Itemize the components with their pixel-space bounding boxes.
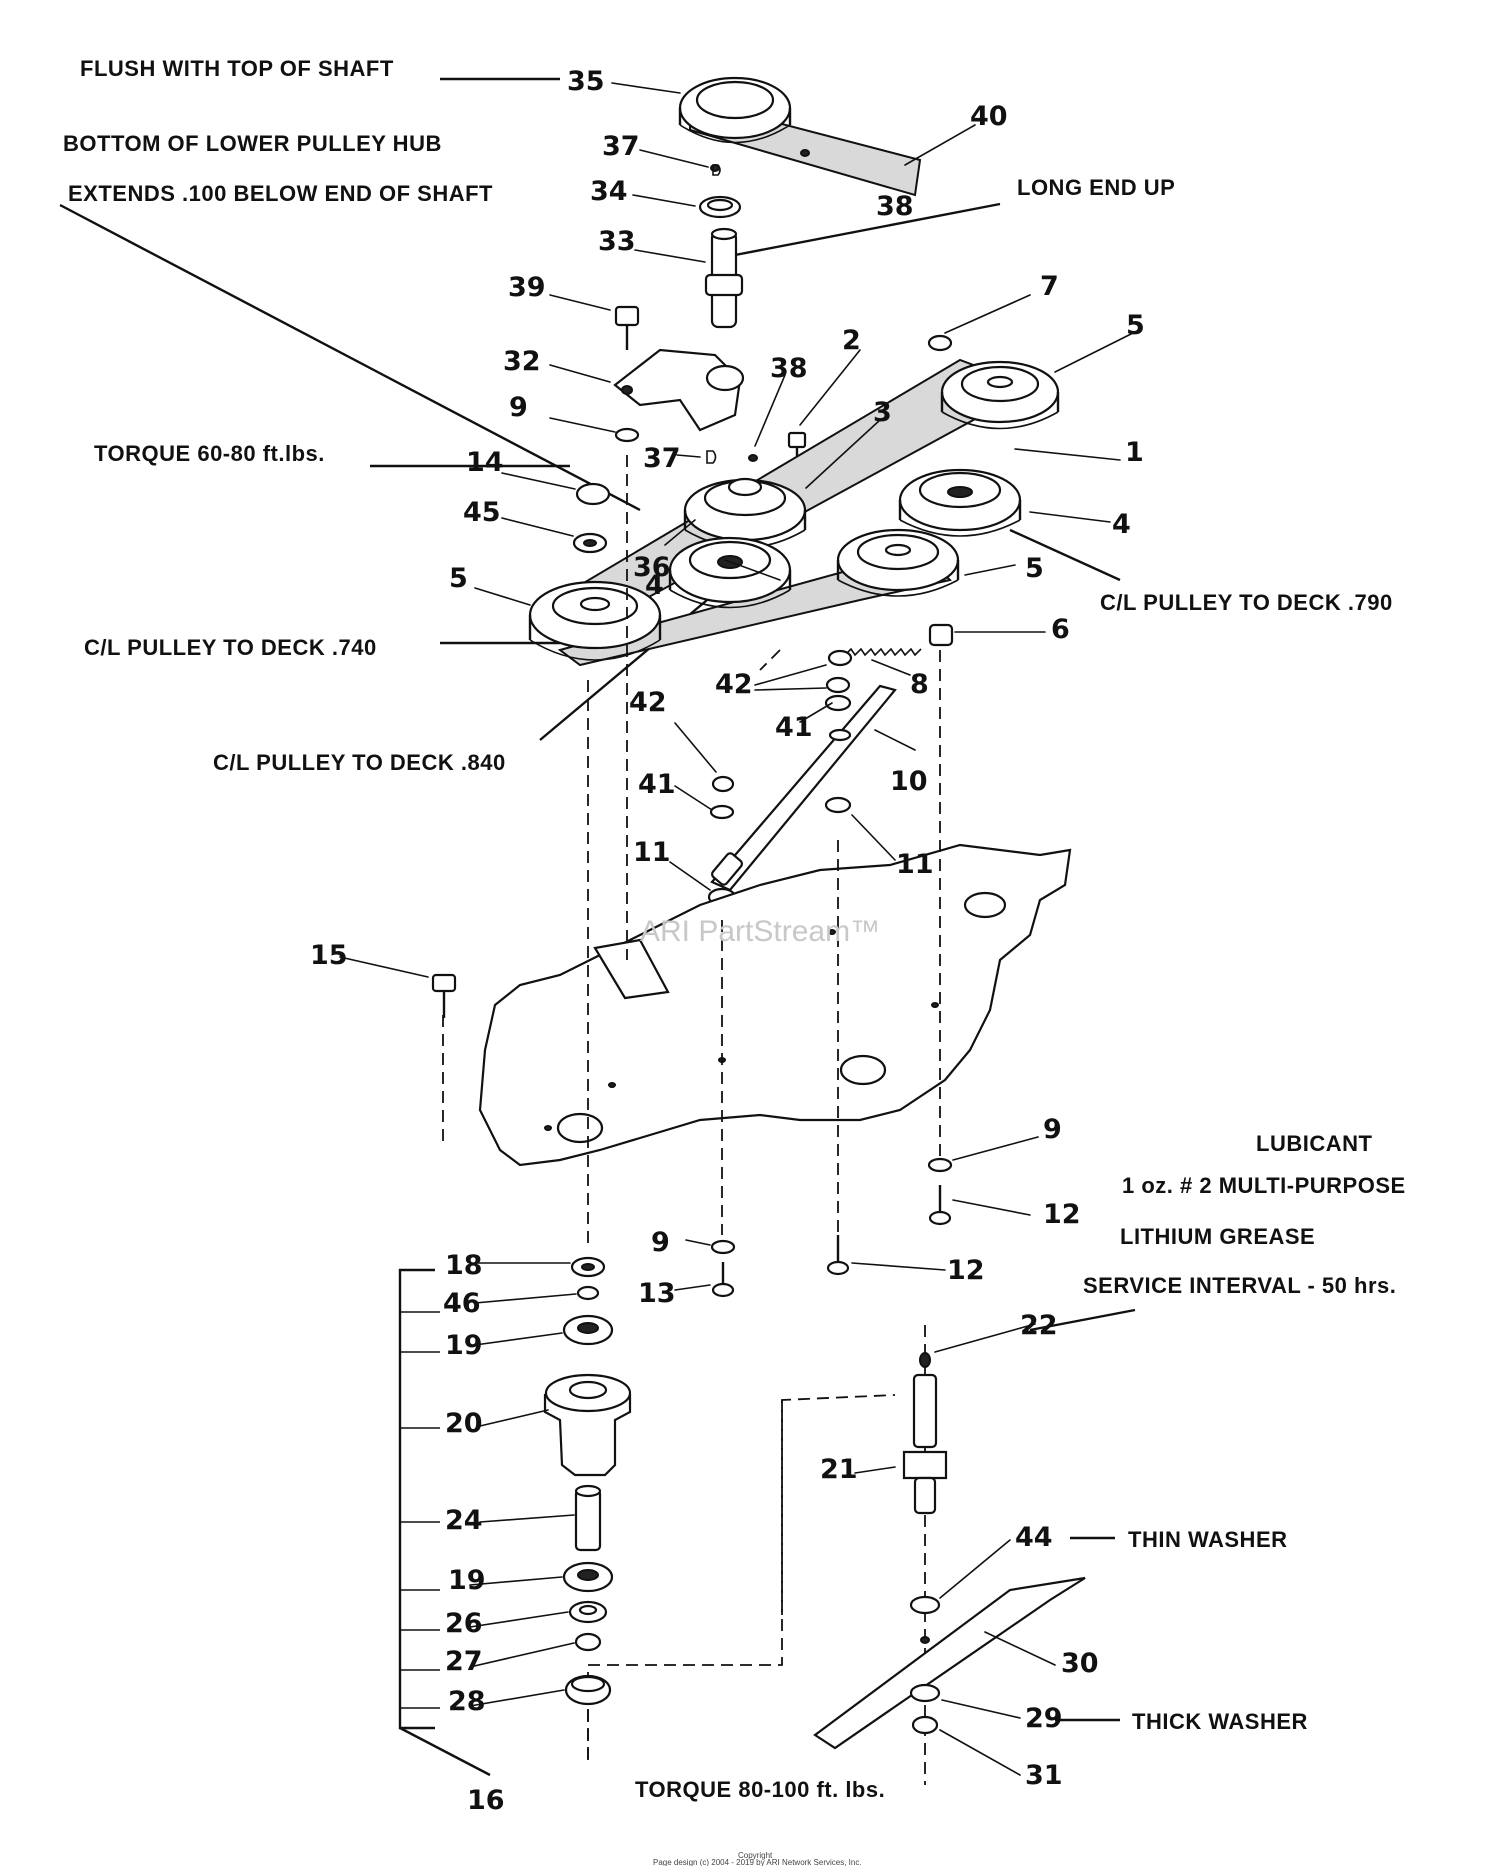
callout-6: 6: [1051, 614, 1070, 645]
callout-19-upper: 19: [445, 1330, 483, 1361]
note-long-end-up: LONG END UP: [1017, 175, 1176, 200]
callout-21: 21: [820, 1454, 858, 1485]
callout-14: 14: [466, 447, 504, 478]
callout-26: 26: [445, 1608, 483, 1639]
callout-22: 22: [1020, 1310, 1058, 1341]
note-lubricant: LUBICANT: [1256, 1131, 1373, 1156]
callout-46: 46: [443, 1288, 481, 1319]
callout-42-lower: 42: [629, 687, 667, 718]
callout-34: 34: [590, 176, 628, 207]
callout-11-left: 11: [633, 837, 671, 868]
callout-12-mid: 12: [947, 1255, 985, 1286]
callout-41-upper: 41: [775, 712, 813, 743]
callout-44: 44: [1015, 1522, 1053, 1553]
footer-page-design: Page design (c) 2004 - 2019 by ARI Netwo…: [653, 1858, 862, 1866]
callout-9-right: 9: [1043, 1114, 1062, 1145]
callout-15: 15: [310, 940, 348, 971]
callout-5-left: 5: [449, 563, 468, 594]
callout-12-right: 12: [1043, 1199, 1081, 1230]
note-extends-below-end-of-shaft: EXTENDS .100 BELOW END OF SHAFT: [68, 181, 493, 206]
callout-7: 7: [1040, 271, 1059, 302]
callout-4-left: 4: [645, 570, 664, 601]
callout-29: 29: [1025, 1703, 1063, 1734]
callout-45: 45: [463, 497, 501, 528]
callout-28: 28: [448, 1686, 486, 1717]
callout-38: 38: [876, 191, 914, 222]
note-torque-60-80: TORQUE 60-80 ft.lbs.: [94, 441, 325, 466]
callout-39: 39: [508, 272, 546, 303]
callout-31: 31: [1025, 1760, 1063, 1791]
callout-5-top: 5: [1126, 310, 1145, 341]
footer-copyright: Copyright: [738, 1851, 773, 1860]
callout-40: 40: [970, 101, 1008, 132]
note-thin-washer: THIN WASHER: [1128, 1527, 1288, 1552]
note-bottom-of-lower-pulley-hub: BOTTOM OF LOWER PULLEY HUB: [63, 131, 442, 156]
callout-41-lower: 41: [638, 769, 676, 800]
callout-20: 20: [445, 1408, 483, 1439]
callout-30: 30: [1061, 1648, 1099, 1679]
callout-18: 18: [445, 1250, 483, 1281]
callout-5-mid: 5: [1025, 553, 1044, 584]
callout-9-top: 9: [509, 392, 528, 423]
callout-19-lower: 19: [448, 1565, 486, 1596]
callout-24: 24: [445, 1505, 483, 1536]
callout-36: 36: [633, 552, 671, 583]
callout-38-mid: 38: [770, 353, 808, 384]
callout-13: 13: [638, 1278, 676, 1309]
callout-35: 35: [567, 66, 605, 97]
note-cl-pulley-740: C/L PULLEY TO DECK .740: [84, 635, 377, 660]
note-lithium-grease: LITHIUM GREASE: [1120, 1224, 1316, 1249]
note-cl-pulley-790: C/L PULLEY TO DECK .790: [1100, 590, 1393, 615]
callout-9-lower: 9: [651, 1227, 670, 1258]
callout-11-right: 11: [896, 849, 934, 880]
callout-4-right: 4: [1112, 509, 1131, 540]
callout-37: 37: [602, 131, 640, 162]
callout-3: 3: [873, 397, 892, 428]
callout-1: 1: [1125, 437, 1144, 468]
note-flush-with-top-of-shaft: FLUSH WITH TOP OF SHAFT: [80, 56, 394, 81]
callout-37-mid: 37: [643, 443, 681, 474]
callout-33: 33: [598, 226, 636, 257]
note-torque-80-100: TORQUE 80-100 ft. lbs.: [635, 1777, 886, 1802]
callout-10: 10: [890, 766, 928, 797]
callout-32: 32: [503, 346, 541, 377]
callout-2: 2: [842, 325, 861, 356]
watermark: ARI PartStream™: [640, 915, 881, 948]
callout-42-upper: 42: [715, 669, 753, 700]
callout-8: 8: [910, 669, 929, 700]
callout-27: 27: [445, 1646, 483, 1677]
note-service-interval: SERVICE INTERVAL - 50 hrs.: [1083, 1273, 1397, 1298]
note-multi-purpose: 1 oz. # 2 MULTI-PURPOSE: [1122, 1173, 1406, 1198]
callout-16: 16: [467, 1785, 505, 1816]
note-thick-washer: THICK WASHER: [1132, 1709, 1308, 1734]
note-cl-pulley-840: C/L PULLEY TO DECK .840: [213, 750, 506, 775]
